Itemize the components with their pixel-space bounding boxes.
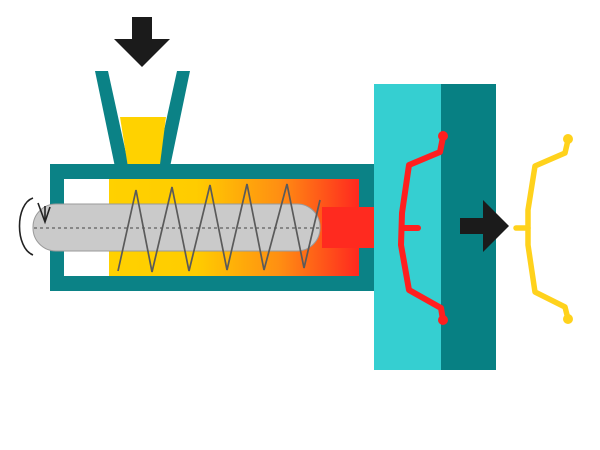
screw-flight bbox=[117, 183, 321, 273]
molded-part-red-bottom-tip bbox=[438, 315, 448, 325]
hopper-left-wall bbox=[95, 71, 129, 167]
ejected-part-yellow-top-tip bbox=[563, 134, 573, 144]
molded-part-red-top-tip bbox=[438, 131, 448, 141]
molded-part-red bbox=[398, 134, 446, 323]
ejected-part-yellow-bottom-tip bbox=[563, 314, 573, 324]
hopper-right-wall bbox=[156, 71, 190, 167]
eject-right-arrow-icon bbox=[460, 200, 509, 252]
screw-shaft bbox=[32, 203, 321, 252]
ejected-part-yellow bbox=[513, 137, 571, 322]
rotation-arrow-icon bbox=[18, 197, 51, 256]
feed-down-arrow-icon bbox=[114, 17, 170, 67]
